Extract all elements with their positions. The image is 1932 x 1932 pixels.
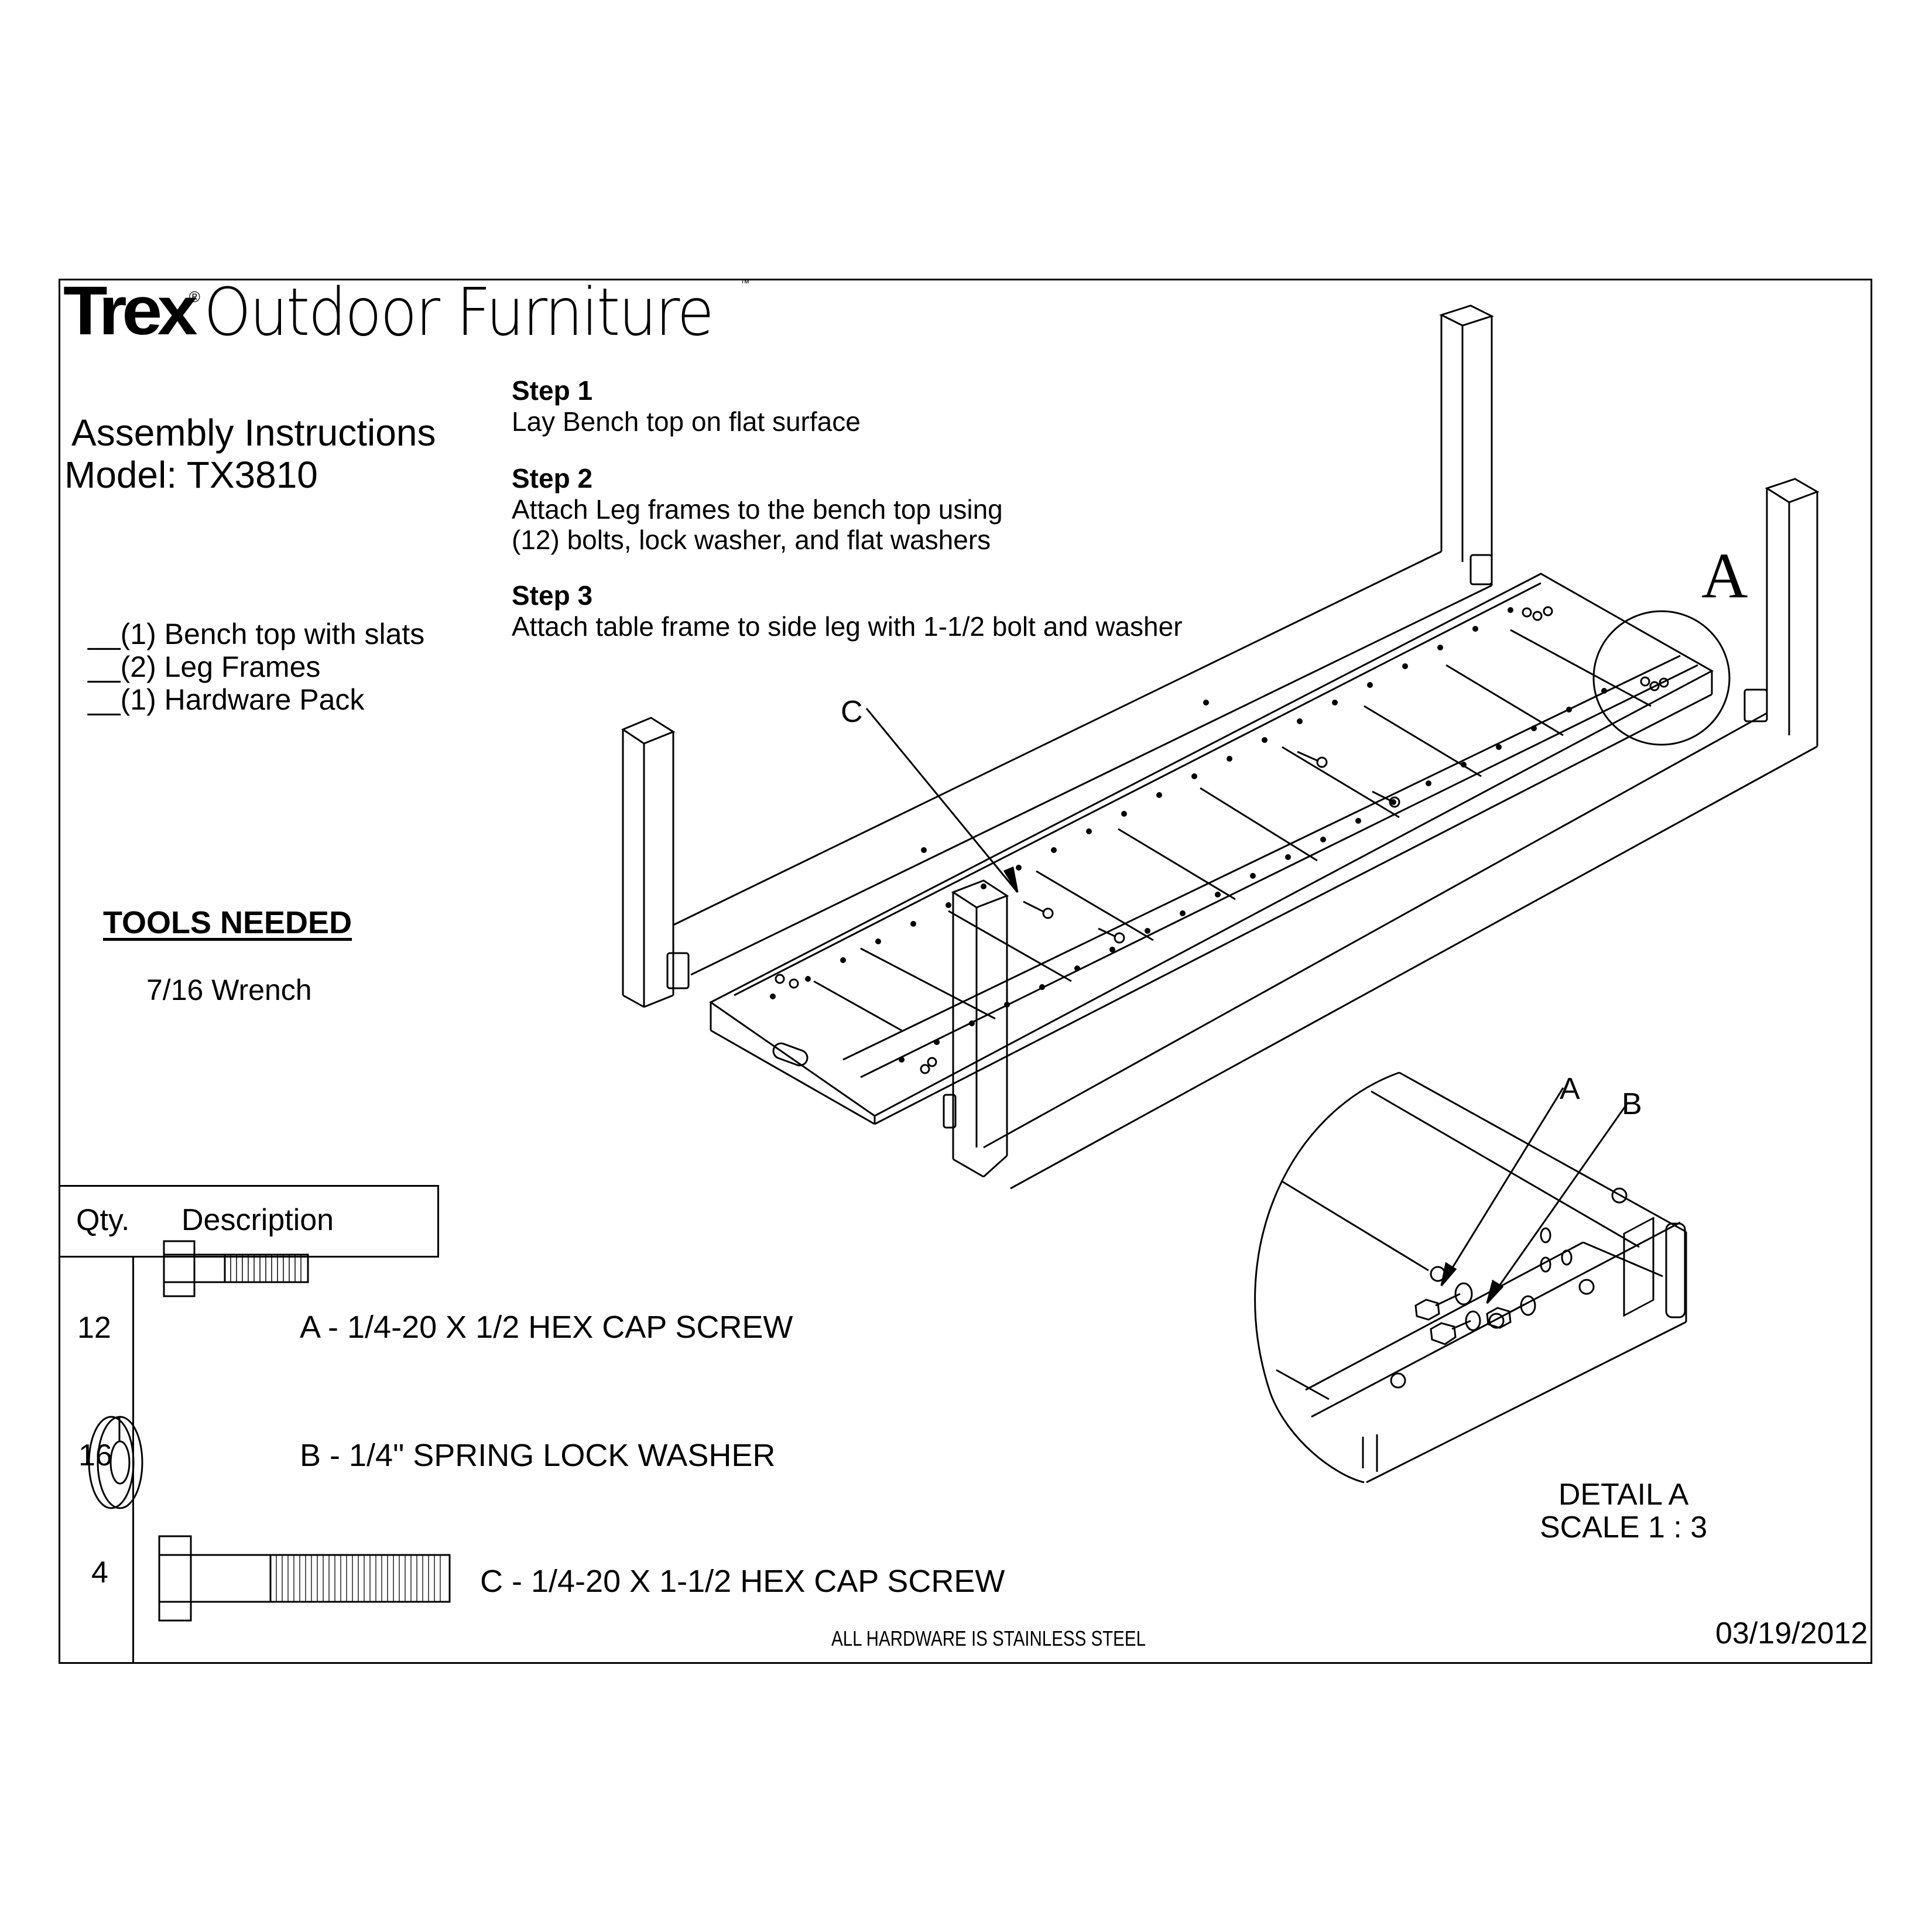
brand-outdoor-furniture: Outdoor Furniture: [203, 275, 714, 351]
hardware-qty-a: 12: [77, 1311, 111, 1345]
leg-post-left-rear: [621, 717, 690, 1008]
bench-exploded-view: [621, 304, 1820, 1190]
detail-callout-b: B: [1622, 1087, 1642, 1121]
document-title: Assembly Instructions: [71, 412, 436, 454]
step-text: (12) bolts, lock washer, and flat washer…: [512, 525, 991, 555]
step-text: Lay Bench top on flat surface: [512, 406, 861, 437]
hardware-qty-b: 16: [78, 1438, 112, 1472]
checklist-item-bench-top: __(1) Bench top with slats: [88, 618, 425, 650]
step-1: Step 1 Lay Bench top on flat surface: [512, 375, 861, 437]
detail-scale: SCALE 1 : 3: [1540, 1510, 1708, 1544]
step-text: Attach table frame to side leg with 1-1/…: [512, 611, 1183, 642]
step-3: Step 3 Attach table frame to side leg wi…: [512, 580, 1183, 642]
leg-post-right-front: [983, 478, 1820, 1190]
hex-cap-screw-long-icon: [158, 1535, 451, 1622]
corner-bolts: [775, 606, 1669, 1074]
brand-trex-wordmark: Trex: [63, 272, 198, 350]
screw-holes: [770, 607, 1607, 1063]
description-column-header: Description: [181, 1203, 334, 1237]
checklist-item-hardware-pack: __(1) Hardware Pack: [88, 683, 365, 716]
spring-lock-washer-icon: [88, 1416, 143, 1509]
qty-column-header: Qty.: [76, 1203, 130, 1237]
loose-bolts-c: [1023, 751, 1400, 944]
step-heading: Step 3: [512, 580, 593, 611]
hardware-desc-b: B - 1/4" SPRING LOCK WASHER: [300, 1438, 776, 1473]
leg-frame-rear: [673, 304, 1494, 976]
document-date: 03/19/2012: [1715, 1616, 1868, 1650]
leg-post-left-front: [943, 879, 1009, 1178]
detail-a-boundary-arc: [1254, 1071, 1400, 1484]
hardware-desc-a: A - 1/4-20 X 1/2 HEX CAP SCREW: [300, 1310, 793, 1345]
detail-title: DETAIL A: [1558, 1478, 1689, 1512]
step-text: Attach Leg frames to the bench top using: [512, 494, 1003, 525]
step-heading: Step 1: [512, 375, 593, 406]
tool-item: 7/16 Wrench: [146, 974, 312, 1006]
hex-cap-screw-short-icon: [163, 1240, 309, 1297]
bench-top-frame: [709, 573, 1714, 1125]
step-2: Step 2 Attach Leg frames to the bench to…: [512, 463, 1003, 555]
hardware-desc-c: C - 1/4-20 X 1-1/2 HEX CAP SCREW: [480, 1564, 1005, 1599]
instruction-sheet-border: [59, 279, 1872, 1664]
checklist-item-leg-frames: __(2) Leg Frames: [88, 650, 321, 683]
callout-c-arrowhead: [1003, 866, 1019, 893]
detail-a-view: [1254, 1071, 1687, 1484]
hardware-note: ALL HARDWARE IS STAINLESS STEEL: [831, 1626, 1146, 1650]
model-number: Model: TX3810: [64, 454, 318, 496]
hardware-table-header-box: [59, 1185, 439, 1258]
trademark-mark: ™: [740, 279, 750, 289]
detail-caption: DETAIL A SCALE 1 : 3: [1540, 1478, 1707, 1544]
detail-a-circle: [1592, 610, 1731, 746]
parts-checklist: __(1) Bench top with slats __(2) Leg Fra…: [88, 618, 424, 716]
tools-heading: TOOLS NEEDED: [103, 905, 352, 940]
detail-a-callout: A: [1701, 540, 1748, 611]
brand-logo: Trex ® Outdoor Furniture ™: [63, 275, 750, 345]
hardware-qty-c: 4: [91, 1556, 108, 1590]
bolt-c-callout: C: [841, 695, 863, 729]
callout-c-leader: [865, 708, 1019, 893]
registered-mark: ®: [189, 288, 200, 306]
step-heading: Step 2: [512, 463, 593, 494]
